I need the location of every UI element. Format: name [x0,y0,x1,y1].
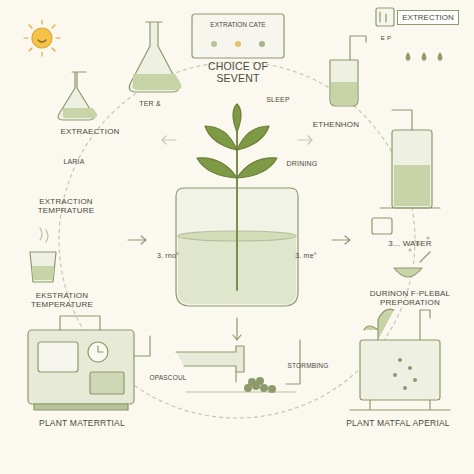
caption-label: 3... WATER [388,239,431,248]
caption-label: EXTRAECTION [60,127,119,136]
caption-label: EXTRACTION TEMPRATURE [20,197,112,215]
caption-label: E P [381,35,391,42]
caption-label: STORMBING [287,362,328,369]
caption-label: OPASCOUL [149,374,186,381]
caption-label: PLANT MATERRTIAL [39,419,125,429]
caption-label: PLANT MATFAL APERIAL [346,419,450,429]
caption-label: CHOICE OF SEVENT [190,60,286,84]
node-text: EXTRECTION [402,13,454,22]
caption-label: LARIA [63,158,84,166]
caption-label: DRINING [287,160,318,168]
caption-label: TER & [139,100,161,108]
caption-label: SLEEP [266,96,290,104]
caption-label: EKSTRATION TEMPERATURE [14,291,110,309]
node-text: EXTRATION CATE [210,21,265,28]
caption-label: ETHENHON [313,120,360,129]
caption-label: DURINON F·PLEBAL PREPORATION [358,289,462,307]
caption-label: 3. rno° [157,252,179,260]
label-box: EXTRECTION [397,10,459,25]
sign-board: EXTRATION CATE [206,19,269,30]
caption-label: 3. me° [295,252,317,260]
